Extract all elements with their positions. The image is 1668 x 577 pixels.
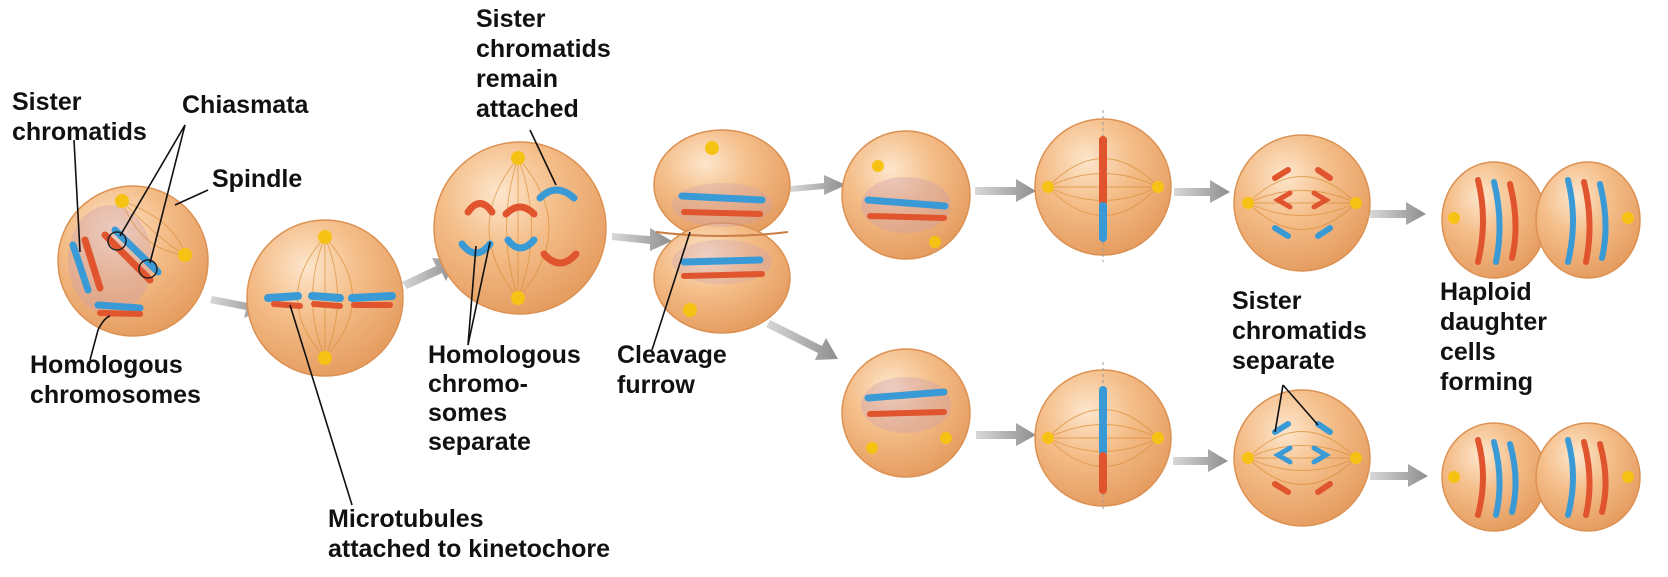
label-chiasmata: Chiasmata (182, 91, 310, 119)
label-line: chromatids (12, 118, 147, 146)
cell-anaphase-2-bottom (1234, 390, 1370, 526)
cell-prophase-2-bottom (842, 349, 970, 477)
label-cleavage-furrow: Cleavage furrow (617, 341, 734, 399)
centrosome (1242, 452, 1254, 464)
centrosome (1042, 181, 1054, 193)
cell-telophase-1 (654, 130, 790, 333)
label-line: Microtubules (328, 505, 484, 533)
centrosome (1350, 197, 1362, 209)
centrosome (1448, 471, 1460, 483)
centrosome (511, 291, 525, 305)
label-homologous-separate: Homologous chromo- somes separate (428, 341, 588, 456)
arrow-9 (976, 423, 1036, 446)
centrosome (318, 230, 332, 244)
label-sister-chromatids-1: Sister chromatids (12, 88, 147, 146)
centrosome (115, 194, 129, 208)
cell-anaphase-2-top (1234, 135, 1370, 271)
centrosome (1350, 452, 1362, 464)
cell-metaphase-2-bottom (1035, 362, 1171, 512)
arrow-6 (1174, 180, 1230, 203)
centrosome (683, 303, 697, 317)
label-line: chromatids (476, 35, 611, 63)
label-line: daughter (1440, 308, 1547, 336)
label-line: chromo- (428, 370, 528, 398)
label-sister-chromatids-remain: Sister chromatids remain attached (476, 5, 618, 123)
centrosome (178, 248, 192, 262)
centrosome (929, 236, 941, 248)
label-line: separate (428, 428, 531, 456)
label-line: chromosomes (30, 381, 201, 409)
leader-spindle (175, 190, 208, 205)
arrow-3 (612, 228, 672, 251)
arrow-7 (1370, 202, 1426, 225)
label-line: cells (1440, 338, 1496, 366)
arrow-10 (1173, 449, 1228, 472)
arrow-4 (790, 175, 846, 195)
cell-metaphase-1 (247, 220, 403, 376)
centrosome (1622, 471, 1634, 483)
cell-prophase-2-top (842, 131, 970, 259)
label-haploid-cells: Haploid daughter cells forming (1440, 278, 1554, 396)
label-line: Cleavage (617, 341, 727, 369)
centrosome (1152, 181, 1164, 193)
cell-prophase-1 (58, 186, 208, 336)
label-line: Sister (1232, 287, 1302, 315)
cell-anaphase-1 (434, 142, 606, 314)
centrosome (1152, 432, 1164, 444)
centrosome (1622, 212, 1634, 224)
centrosome (511, 151, 525, 165)
label-line: Homologous (428, 341, 581, 369)
centrosome (872, 160, 884, 172)
arrow-5 (975, 179, 1036, 202)
label-line: Haploid (1440, 278, 1532, 306)
arrow-11 (1370, 464, 1428, 487)
label-line: Chiasmata (182, 91, 310, 119)
cell-telophase-2-top (1442, 162, 1640, 278)
label-line: separate (1232, 347, 1335, 375)
centrosome (705, 141, 719, 155)
label-line: Sister (476, 5, 546, 33)
centrosome (1242, 197, 1254, 209)
label-line: Sister (12, 88, 82, 116)
centrosome (940, 432, 952, 444)
label-line: attached (476, 95, 579, 123)
arrow-8 (766, 320, 838, 360)
label-line: chromatids (1232, 317, 1367, 345)
label-microtubules: Microtubules attached to kinetochore (328, 505, 610, 563)
label-line: remain (476, 65, 558, 93)
label-spindle: Spindle (212, 165, 302, 193)
label-sister-chromatids-separate: Sister chromatids separate (1232, 287, 1374, 375)
centrosome (866, 442, 878, 454)
label-line: forming (1440, 368, 1533, 396)
label-homologous-chromosomes: Homologous chromosomes (30, 351, 201, 409)
label-line: attached to kinetochore (328, 535, 610, 563)
label-line: somes (428, 399, 507, 427)
cell-telophase-2-bottom (1442, 423, 1640, 531)
centrosome (1448, 212, 1460, 224)
label-line: Homologous (30, 351, 183, 379)
centrosome (318, 351, 332, 365)
cell-metaphase-2-top (1035, 110, 1171, 262)
label-line: furrow (617, 371, 695, 399)
centrosome (1042, 432, 1054, 444)
label-line: Spindle (212, 165, 302, 193)
